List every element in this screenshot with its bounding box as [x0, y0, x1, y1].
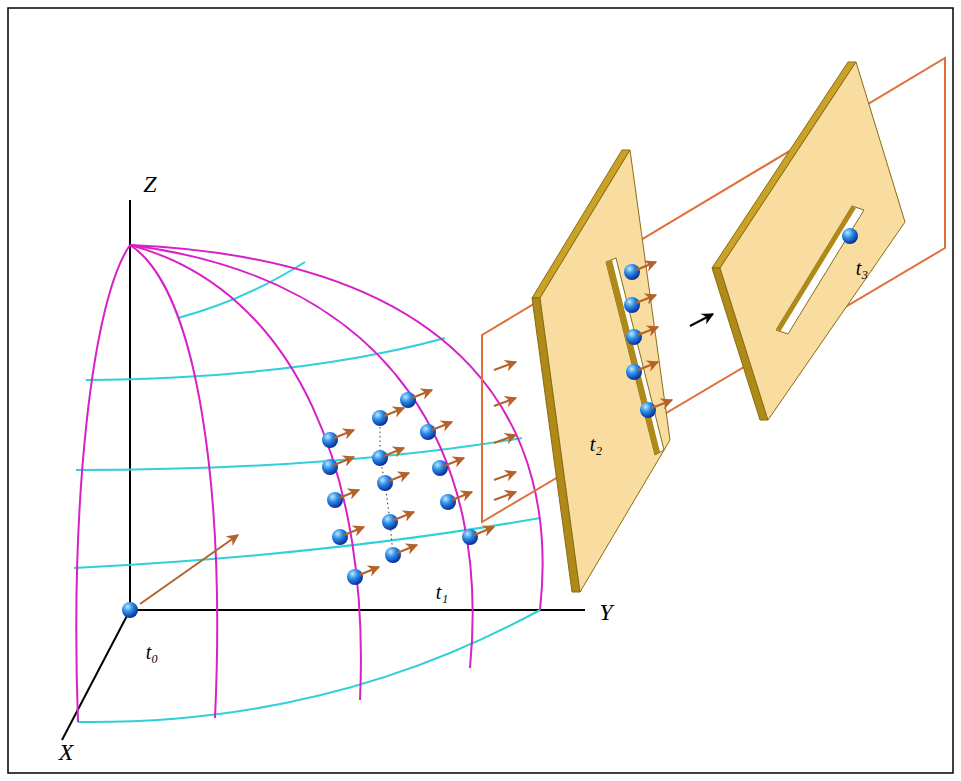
- time-label: t₀: [146, 642, 159, 662]
- time-label: t₃: [856, 258, 869, 278]
- parallels: [74, 262, 540, 722]
- particle: [377, 475, 393, 491]
- momentum-arrow: [334, 457, 354, 465]
- direction-arrow: [690, 314, 713, 326]
- time-label: t₂: [590, 434, 603, 454]
- particle: [640, 402, 656, 418]
- axis-label: X: [59, 740, 74, 764]
- momentum-arrow: [652, 400, 672, 408]
- particle: [842, 228, 858, 244]
- particle: [327, 492, 343, 508]
- momentum-arrow: [638, 362, 658, 370]
- axis-label: Y: [599, 600, 612, 624]
- frame: [8, 8, 953, 773]
- momentum-arrow: [384, 408, 404, 416]
- particle: [462, 529, 478, 545]
- momentum-arrow: [638, 327, 658, 335]
- particle: [420, 424, 436, 440]
- momentum-arrow: [334, 430, 354, 438]
- axis-label: Z: [143, 172, 156, 196]
- momentum-arrow: [636, 295, 656, 303]
- particle: [122, 602, 138, 618]
- momentum-arrow: [389, 473, 409, 481]
- momentum-arrow: [140, 535, 238, 604]
- particle: [432, 460, 448, 476]
- momentum-arrow: [636, 262, 656, 270]
- particle: [400, 392, 416, 408]
- momentum-arrow: [412, 390, 432, 398]
- particle: [322, 432, 338, 448]
- momentum-arrow: [397, 545, 417, 553]
- momentum-arrow: [384, 448, 404, 456]
- momentum-arrow: [359, 567, 379, 575]
- particle: [372, 410, 388, 426]
- particle: [624, 297, 640, 313]
- momentum-arrow: [452, 492, 472, 500]
- particle: [322, 459, 338, 475]
- particle: [626, 329, 642, 345]
- meridians: [76, 245, 542, 722]
- particle: [347, 569, 363, 585]
- momentum-arrow: [432, 422, 452, 430]
- slit-plate: [712, 62, 905, 420]
- particle: [626, 364, 642, 380]
- particle: [372, 450, 388, 466]
- particle: [332, 529, 348, 545]
- momentum-arrow: [444, 458, 464, 466]
- time-label: t₁: [436, 582, 449, 602]
- plane-arrows: [494, 362, 516, 500]
- particle: [385, 547, 401, 563]
- axes: [62, 200, 585, 740]
- slit-plate: [532, 150, 670, 592]
- particle: [382, 514, 398, 530]
- momentum-arrow: [394, 512, 414, 520]
- particle: [440, 494, 456, 510]
- momentum-arrow: [339, 490, 359, 498]
- momentum-arrow: [474, 527, 494, 535]
- momentum-arrow: [344, 527, 364, 535]
- particle: [624, 264, 640, 280]
